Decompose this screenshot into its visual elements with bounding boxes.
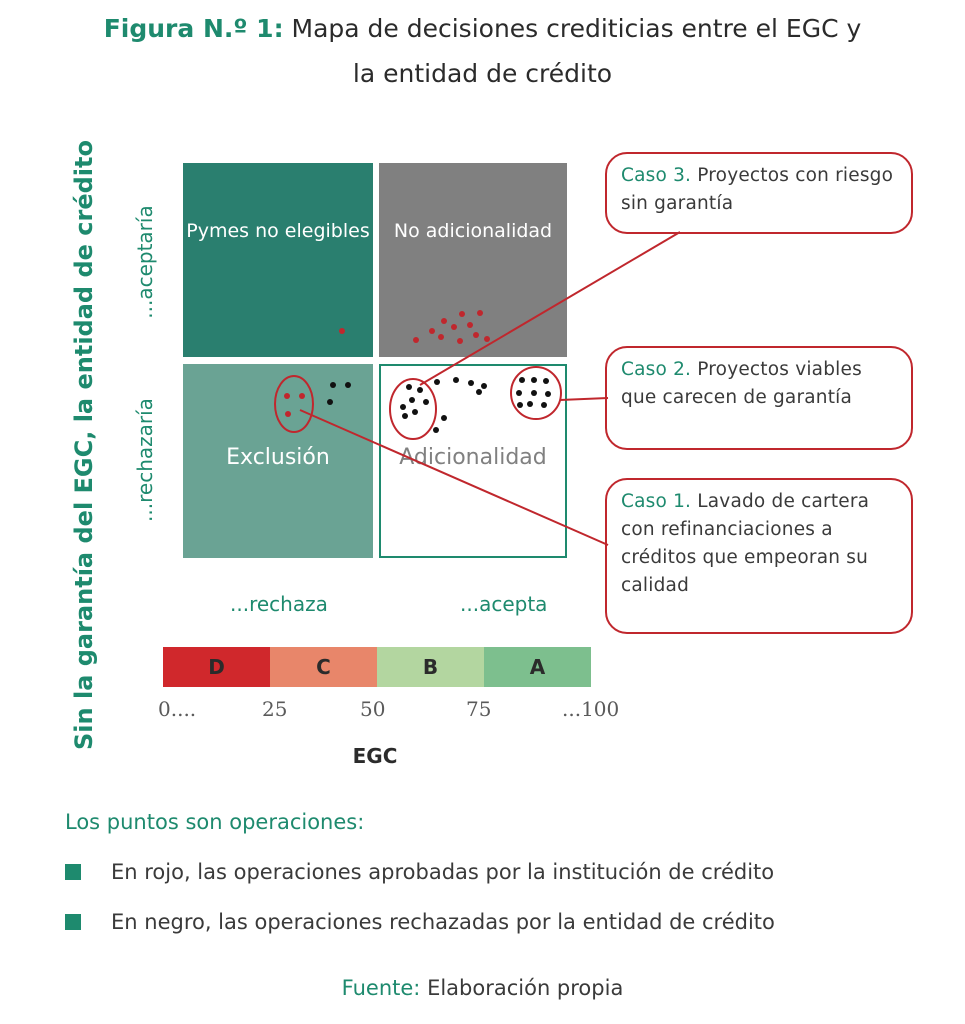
source-line: Fuente: Elaboración propia [0, 976, 965, 1000]
rejected-dot [543, 378, 549, 384]
connector-caso-2 [559, 397, 609, 401]
legend-square-icon [65, 914, 81, 930]
x-axis-title: EGC [352, 744, 398, 768]
rejected-dot [406, 384, 412, 390]
connector-caso-1 [299, 409, 609, 546]
rejected-dot [481, 383, 487, 389]
approved-dot [438, 334, 444, 340]
scale-segment-c: C [270, 647, 377, 687]
quadrant-bottom-left: Exclusión [183, 364, 373, 558]
rejected-dot [412, 409, 418, 415]
scale-segment-b: B [377, 647, 484, 687]
rejected-dot [409, 397, 415, 403]
quadrant-top-right: No adicionalidad [379, 163, 567, 357]
rejected-dot [545, 391, 551, 397]
figure-title-line-2: la entidad de crédito [352, 59, 613, 88]
figure-title-line-1: Figura N.º 1: Mapa de decisiones crediti… [0, 14, 965, 43]
rejected-operations-dots [327, 377, 551, 433]
scale-tick-100: ...100 [562, 697, 620, 721]
highlight-caso-1 [274, 375, 314, 433]
approved-operations-dots [284, 310, 490, 417]
rejected-dot [417, 387, 423, 393]
rejected-dot [541, 402, 547, 408]
quadrant-top-left: Pymes no elegibles [183, 163, 373, 357]
rejected-dot [423, 399, 429, 405]
scale-segment-a: A [484, 647, 591, 687]
rejected-dot [400, 404, 406, 410]
legend-item-black: En negro, las operaciones rechazadas por… [65, 910, 775, 934]
callout-caso-2: Caso 2. Proyectos viables que carecen de… [605, 346, 913, 450]
scale-tick-0: 0.... [158, 697, 197, 721]
approved-dot [451, 324, 457, 330]
callout-caso-1-text: Lavado de cartera con refinanciaciones a… [621, 491, 870, 596]
x-axis-right-label: ...acepta [460, 592, 548, 616]
approved-dot [457, 338, 463, 344]
approved-dot [299, 393, 305, 399]
callout-caso-1-title: Caso 1. [621, 491, 692, 512]
quadrant-bottom-left-label: Exclusión [226, 445, 330, 470]
quadrant-top-right-label: No adicionalidad [393, 220, 553, 242]
quadrant-top-left-label: Pymes no elegibles [186, 220, 370, 242]
figure-title-text-1: Mapa de decisiones crediticias entre el … [291, 14, 862, 43]
rejected-dot [434, 379, 440, 385]
callout-caso-2-text: Proyectos viables que carecen de garantí… [621, 359, 862, 408]
highlight-caso-2 [510, 366, 562, 420]
rejected-dot [519, 377, 525, 383]
connector-caso-3 [419, 231, 681, 386]
scale-tick-25: 25 [262, 697, 288, 721]
approved-dot [441, 318, 447, 324]
rejected-dot [402, 413, 408, 419]
legend-square-icon [65, 864, 81, 880]
legend-item-black-text: En negro, las operaciones rechazadas por… [111, 910, 775, 934]
highlight-caso-3 [389, 378, 437, 440]
rejected-dot [476, 389, 482, 395]
approved-dot [477, 310, 483, 316]
approved-dot [429, 328, 435, 334]
approved-dot [473, 332, 479, 338]
legend-item-red: En rojo, las operaciones aprobadas por l… [65, 860, 774, 884]
approved-dot [459, 311, 465, 317]
approved-dot [413, 337, 419, 343]
callout-caso-3: Caso 3. Proyectos con riesgo sin garantí… [605, 152, 913, 234]
callout-caso-3-title: Caso 3. [621, 165, 692, 186]
rejected-dot [453, 377, 459, 383]
callout-caso-1: Caso 1. Lavado de cartera con refinancia… [605, 478, 913, 634]
approved-dot [285, 411, 291, 417]
figure-number: Figura N.º 1: [103, 14, 284, 43]
rejected-dot [433, 427, 439, 433]
approved-dot [284, 393, 290, 399]
approved-dot [467, 322, 473, 328]
rejected-dot [527, 401, 533, 407]
rejected-dot [327, 399, 333, 405]
legend-item-red-text: En rojo, las operaciones aprobadas por l… [111, 860, 775, 884]
approved-dot [339, 328, 345, 334]
x-axis-left-label: ...rechaza [230, 592, 328, 616]
scale-segment-d: D [163, 647, 270, 687]
quadrant-bottom-right-label: Adicionalidad [399, 445, 547, 470]
approved-dot [484, 336, 490, 342]
scale-tick-50: 50 [360, 697, 386, 721]
quadrant-bottom-right: Adicionalidad [379, 364, 567, 558]
callout-caso-2-title: Caso 2. [621, 359, 692, 380]
rejected-dot [517, 402, 523, 408]
rejected-dot [330, 382, 336, 388]
rejected-dot [531, 390, 537, 396]
callout-caso-3-text: Proyectos con riesgo sin garantía [621, 165, 894, 214]
scale-tick-75: 75 [466, 697, 492, 721]
source-label: Fuente: [341, 976, 421, 1000]
rejected-dot [531, 377, 537, 383]
rejected-dot [516, 390, 522, 396]
rejected-dot [468, 380, 474, 386]
rejected-dot [345, 382, 351, 388]
legend-heading: Los puntos son operaciones: [65, 810, 365, 834]
source-text: Elaboración propia [427, 976, 624, 1000]
rejected-dot [441, 415, 447, 421]
